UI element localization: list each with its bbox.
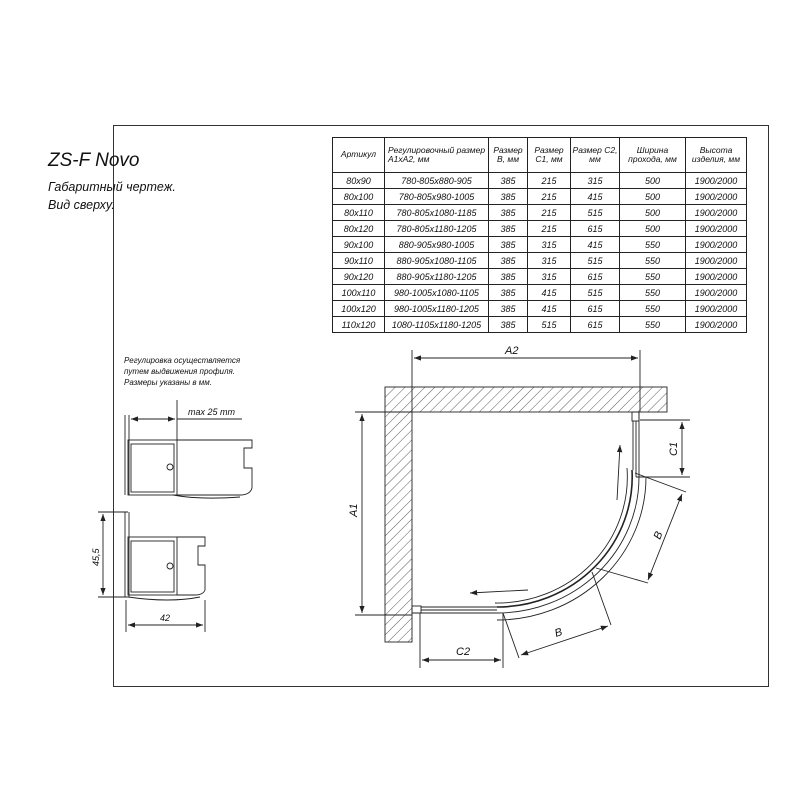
table-cell: 385 — [488, 316, 528, 333]
slide-arrow-up — [616, 444, 623, 501]
col-header: Ширина прохода, мм — [619, 137, 686, 173]
note-line: путем выдвижения профиля. — [124, 367, 235, 376]
note-line: Размеры указаны в мм. — [124, 378, 212, 387]
table-cell: 1900/2000 — [685, 316, 747, 333]
table-cell: 110x120 — [332, 316, 385, 333]
drawing-frame — [113, 125, 769, 687]
top-wall — [384, 386, 668, 413]
dimension-b-lower — [520, 625, 609, 656]
label-42: 42 — [160, 613, 170, 623]
right-fixed-panel — [631, 411, 640, 477]
drawing-title: ZS-F Novo — [48, 150, 140, 171]
profile-section-max — [124, 400, 253, 499]
profile-section-min — [98, 511, 206, 632]
dimension-b-upper — [647, 493, 683, 581]
curved-doors — [494, 467, 647, 621]
bottom-fixed-panel — [411, 605, 497, 614]
left-wall — [384, 411, 413, 643]
col-header: Артикул — [332, 137, 385, 173]
label-c2: C2 — [456, 646, 470, 658]
label-a1: A1 — [348, 504, 360, 518]
label-a2: A2 — [504, 345, 518, 357]
col-header: Размер С2, мм — [570, 137, 620, 173]
note-line: Регулировка осуществляется — [124, 356, 241, 365]
label-45-5: 45,5 — [91, 547, 101, 566]
label-c1: C1 — [668, 442, 680, 456]
label-b-upper: B — [652, 530, 666, 541]
subtitle-line: Вид сверху. — [48, 198, 115, 212]
dimensions-table: Артикул Регулировочный размер А1хА2, мм … — [332, 137, 747, 333]
label-max-25: max 25 mm — [188, 407, 236, 417]
slide-arrow-left — [469, 589, 529, 596]
subtitle-line: Габаритный чертеж. — [48, 180, 176, 194]
label-b-lower: B — [553, 626, 564, 640]
